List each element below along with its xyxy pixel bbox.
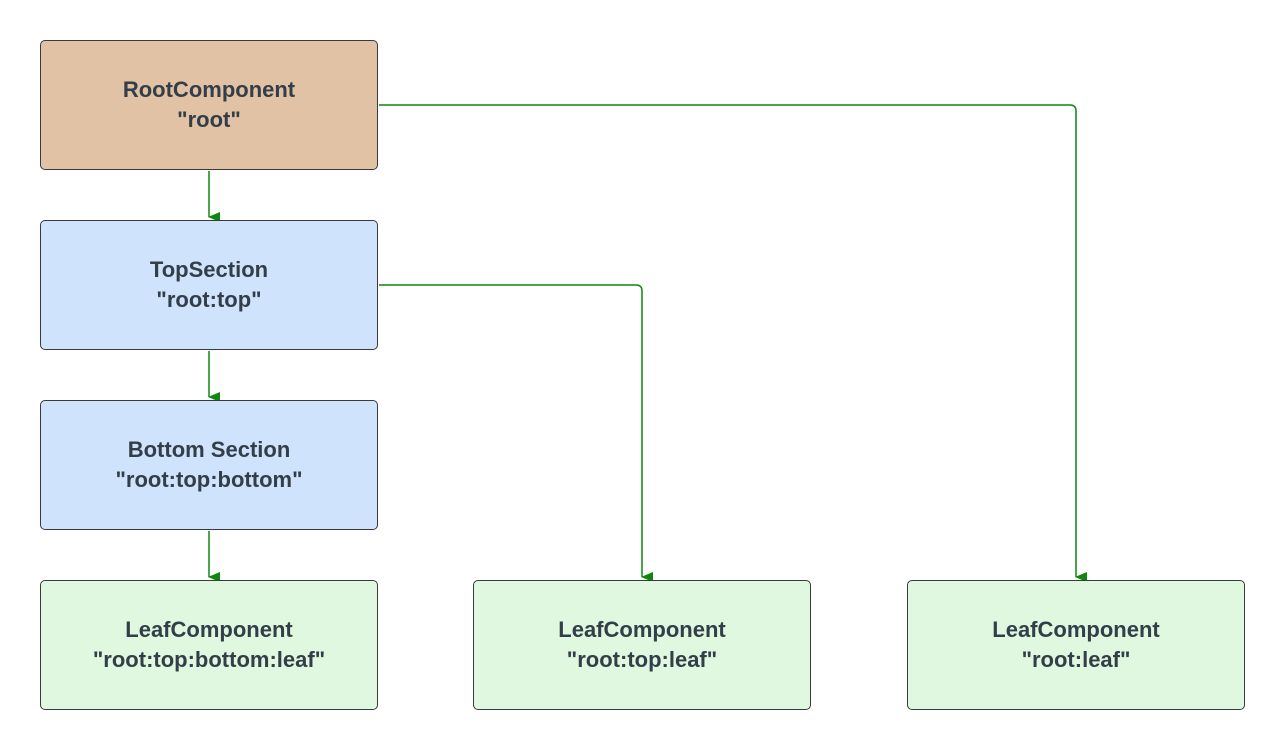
node-title: LeafComponent	[558, 617, 726, 642]
leaf-component-node-top[interactable]: LeafComponent "root:top:leaf"	[473, 580, 811, 710]
node-title: Bottom Section	[127, 437, 291, 462]
node-title: LeafComponent	[125, 617, 293, 642]
node-path: "root:top:bottom"	[115, 467, 303, 492]
node-path: "root"	[177, 107, 241, 132]
node-path: "root:top:bottom:leaf"	[92, 647, 326, 672]
top-section-node[interactable]: TopSection "root:top"	[40, 220, 378, 350]
root-component-node[interactable]: RootComponent "root"	[40, 40, 378, 170]
node-path: "root:leaf"	[1021, 647, 1131, 672]
node-title: TopSection	[149, 257, 269, 282]
leaf-component-node-root[interactable]: LeafComponent "root:leaf"	[907, 580, 1245, 710]
edge-top-to-leaf	[379, 284, 653, 582]
node-title: LeafComponent	[992, 617, 1160, 642]
bottom-section-node[interactable]: Bottom Section "root:top:bottom"	[40, 400, 378, 530]
node-path: "root:top:leaf"	[566, 647, 718, 672]
node-path: "root:top"	[156, 287, 262, 312]
node-title: RootComponent	[122, 77, 296, 102]
leaf-component-node-bottom[interactable]: LeafComponent "root:top:bottom:leaf"	[40, 580, 378, 710]
edge-root-to-leaf	[379, 104, 1087, 582]
